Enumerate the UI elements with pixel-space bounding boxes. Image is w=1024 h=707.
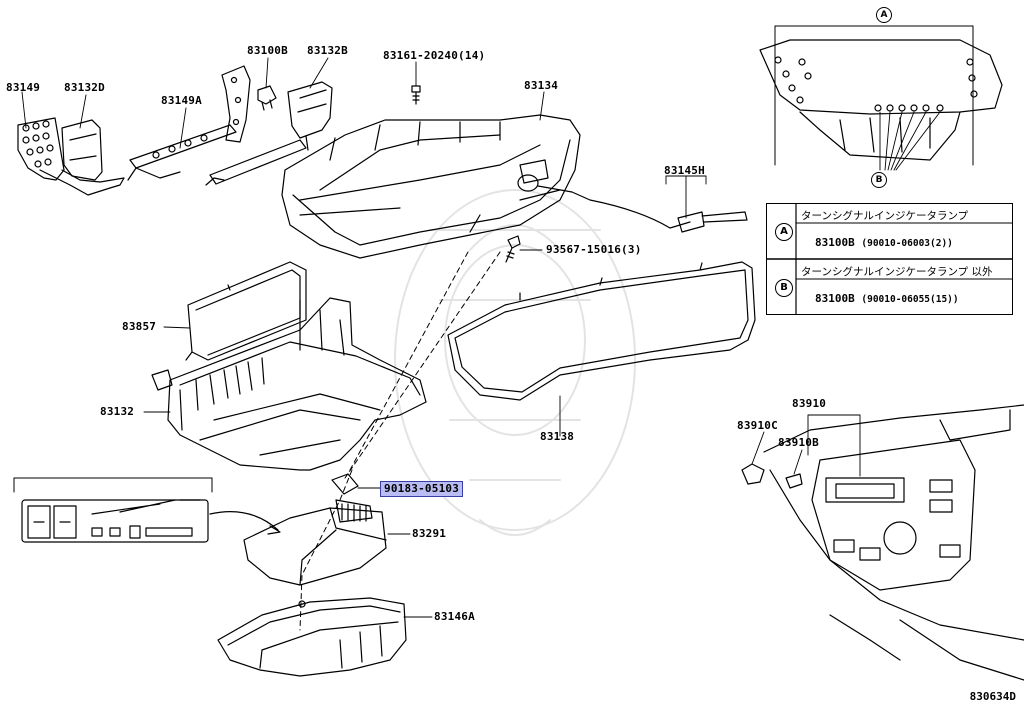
legend-part-b-spec: (90010-06055(15))	[861, 294, 959, 305]
strip-83149A-shape	[127, 124, 237, 181]
case-83132-shape	[151, 297, 427, 471]
diagram-code: 830634D	[969, 690, 1016, 703]
leader-lines	[21, 57, 861, 618]
part-label-83138[interactable]: 83138	[540, 430, 575, 443]
screw-83161-shape	[411, 85, 421, 105]
lamp-legend-table: A ターンシグナルインジケータランプ 83100B (90010-06003(2…	[766, 203, 1013, 315]
legend-part-b[interactable]: 83100B (90010-06055(15))	[815, 292, 959, 305]
part-label-83134[interactable]: 83134	[524, 79, 559, 92]
part-label-83132D[interactable]: 83132D	[64, 81, 105, 94]
bracket-83149-shape	[17, 117, 125, 196]
legend-desc-a: ターンシグナルインジケータランプ	[801, 210, 969, 222]
marker-b-bottom: B	[871, 172, 887, 188]
legend-marker-a: A	[775, 223, 793, 241]
part-label-83857[interactable]: 83857	[122, 320, 157, 333]
part-label-83132B[interactable]: 83132B	[307, 44, 348, 57]
legend-marker-b: B	[775, 279, 793, 297]
tray-83146A-shape	[217, 597, 407, 677]
dashboard-inset	[741, 404, 1024, 681]
part-label-90183-highlighted[interactable]: 90183-05103	[380, 481, 464, 497]
screw-93567-shape	[505, 235, 521, 263]
bracket-83132B-shape	[287, 81, 333, 151]
marker-a-top: A	[876, 7, 892, 23]
part-label-83149A[interactable]: 83149A	[161, 94, 202, 107]
ecu-83291-shape	[243, 499, 387, 586]
part-label-83910B[interactable]: 83910B	[778, 436, 819, 449]
part-label-83161[interactable]: 83161-20240(14)	[383, 49, 486, 62]
legend-desc-b: ターンシグナルインジケータランプ 以外	[801, 266, 993, 278]
lcd-display-inset	[13, 477, 281, 543]
part-label-83132[interactable]: 83132	[100, 405, 135, 418]
part-label-83910[interactable]: 83910	[792, 397, 827, 410]
legend-part-a-number: 83100B	[815, 236, 855, 249]
clip-90183-shape	[331, 473, 359, 495]
part-label-83145H[interactable]: 83145H	[664, 164, 705, 177]
part-label-83146A[interactable]: 83146A	[434, 610, 475, 623]
part-label-83100B[interactable]: 83100B	[247, 44, 288, 57]
cluster-housing-83134-shape	[281, 114, 581, 259]
legend-part-b-number: 83100B	[815, 292, 855, 305]
part-label-83910C[interactable]: 83910C	[737, 419, 778, 432]
lens-83138-shape	[447, 261, 756, 401]
bulb-83100B-shape	[257, 85, 277, 111]
legend-grid-lines	[766, 203, 1013, 315]
bracket-arm-shape	[205, 65, 307, 186]
dashed-assembly-lines	[299, 251, 501, 631]
cable-83145H-shape	[517, 174, 748, 233]
watermark-emblem	[394, 189, 636, 536]
part-label-93567[interactable]: 93567-15016(3)	[546, 243, 642, 256]
cluster-rear-view-inset	[759, 25, 1003, 171]
legend-part-a[interactable]: 83100B (90010-06003(2))	[815, 236, 953, 249]
bracket-83132D-shape	[61, 119, 103, 181]
panel-83857-shape	[185, 261, 307, 361]
part-label-83291[interactable]: 83291	[412, 527, 447, 540]
part-label-83149[interactable]: 83149	[6, 81, 41, 94]
legend-part-a-spec: (90010-06003(2))	[861, 238, 953, 249]
